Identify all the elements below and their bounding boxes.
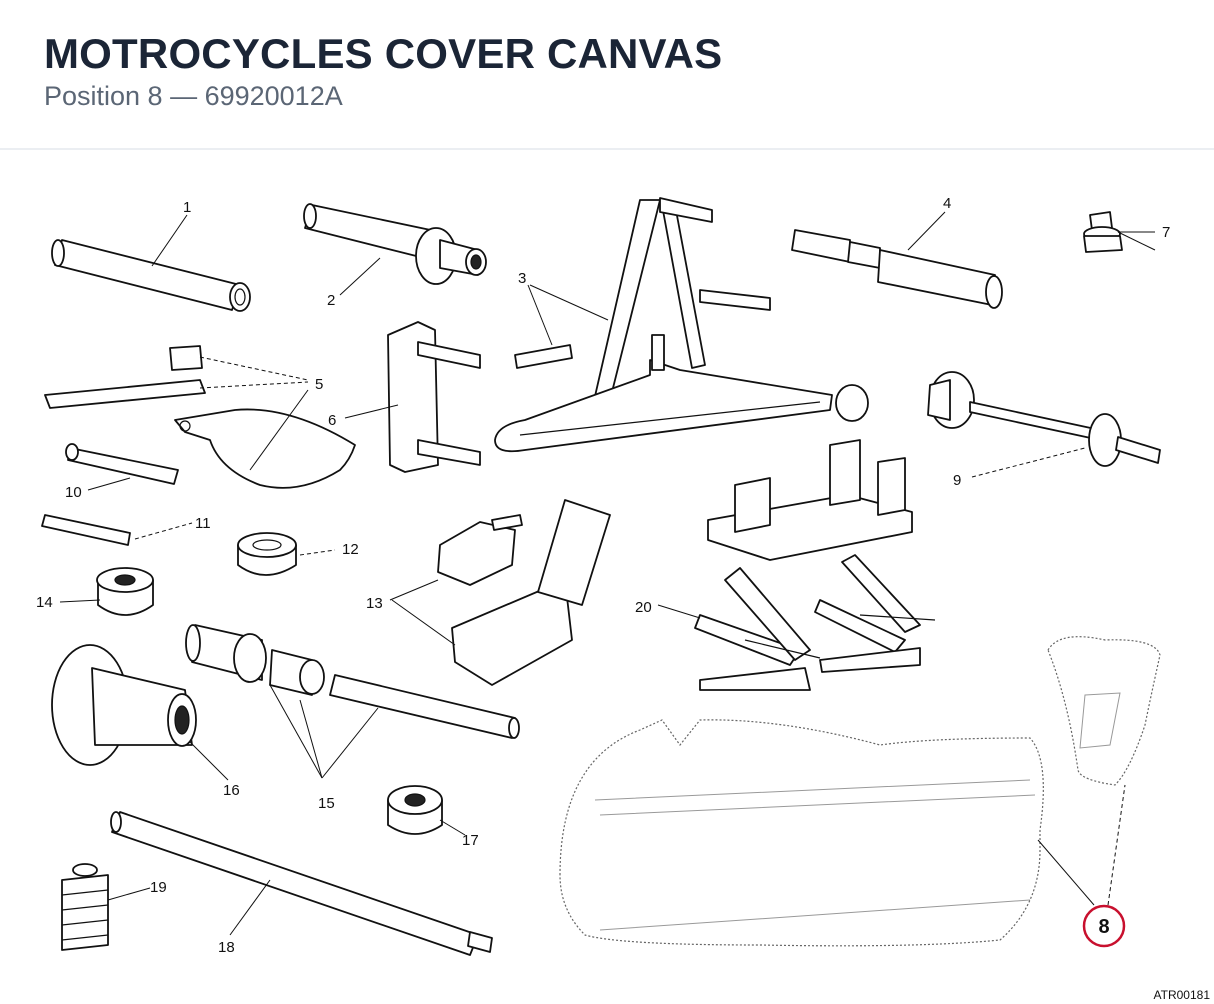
callout-4: 4: [943, 195, 951, 212]
callout-6: 6: [328, 412, 336, 429]
part-6-bracket: [387, 321, 481, 473]
part-18-long-bar: [110, 811, 493, 956]
part-7-nut: [1083, 211, 1123, 253]
callout-8-highlighted: 8: [1098, 916, 1109, 938]
callout-18: 18: [218, 939, 235, 956]
part-13-tool-case: [437, 499, 611, 686]
part-10-pin: [65, 443, 179, 485]
callout-9: 9: [953, 472, 961, 489]
callout-3: 3: [518, 270, 526, 287]
callout-12: 12: [342, 541, 359, 558]
callout-15: 15: [318, 795, 335, 812]
page-title: MOTROCYCLES COVER CANVAS: [44, 30, 723, 77]
callout-1: 1: [183, 199, 191, 216]
part-20-lift: [694, 439, 936, 691]
callout-5: 5: [315, 376, 323, 393]
part-17-nut: [387, 785, 443, 835]
part-3-stand: [494, 197, 869, 453]
callout-20: 20: [635, 599, 652, 616]
part-9-axle: [927, 371, 1161, 467]
callout-2: 2: [327, 292, 335, 309]
part-15-adapter-set: [185, 624, 520, 739]
callout-19: 19: [150, 879, 167, 896]
part-19-knurled-stud: [61, 863, 109, 951]
part-11-pin: [41, 514, 131, 546]
drawing-ref-code: ATR00181: [1153, 988, 1210, 1002]
callout-11: 11: [195, 515, 211, 532]
callout-labels: 1 2 3 4 5 6 7 9 10 11 12 13 14 15 16 17 …: [36, 195, 1170, 956]
part-14-nut: [96, 567, 154, 616]
part-12-ring: [237, 532, 297, 576]
callout-10: 10: [65, 484, 82, 501]
callout-14: 14: [36, 594, 53, 611]
highlight-circle-8: [1082, 904, 1126, 948]
callout-7: 7: [1162, 224, 1170, 241]
page-subtitle: Position 8 — 69920012A: [44, 81, 343, 111]
part-8-cover-canvas: [559, 636, 1161, 947]
callout-17: 17: [462, 832, 479, 849]
leader-lines: [59, 211, 1156, 936]
page-header: MOTROCYCLES COVER CANVAS Position 8 — 69…: [0, 0, 1214, 150]
part-2-shaft: [303, 203, 487, 285]
part-5-wrench-set: [44, 345, 356, 489]
part-1-tube: [51, 239, 251, 312]
exploded-parts-diagram: 1 2 3 4 5 6 7 9 10 11 12 13 14 15 16 17 …: [36, 195, 1170, 956]
callout-16: 16: [223, 782, 240, 799]
part-16-flange-adapter: [51, 644, 197, 766]
callout-13: 13: [366, 595, 383, 612]
part-4-rod: [791, 229, 1003, 309]
